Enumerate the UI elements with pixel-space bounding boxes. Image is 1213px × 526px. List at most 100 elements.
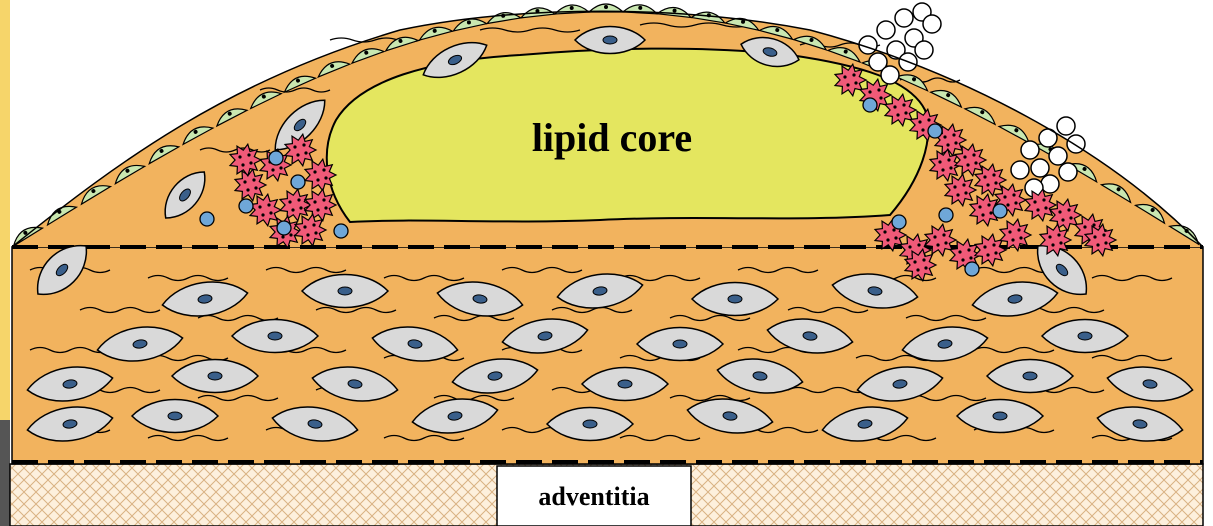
foam-cell-granule [986, 253, 989, 256]
foam-cell-granule [1033, 200, 1036, 203]
foam-cell-granule [281, 235, 284, 238]
lipid-droplet [915, 41, 933, 59]
left-edge-dark [0, 420, 10, 526]
foam-cell-granule [1102, 233, 1105, 236]
foam-cell-granule [918, 120, 921, 123]
lipid-droplet [1067, 135, 1085, 153]
foam-cell-granule [954, 141, 957, 144]
foam-cell-granule [1093, 235, 1096, 238]
cell-nucleus [728, 295, 742, 303]
endothelial-nucleus [604, 5, 608, 9]
foam-cell-granule [316, 208, 319, 211]
foam-cell-granule [1036, 208, 1039, 211]
foam-cell-granule [938, 160, 941, 163]
foam-cell-granule [1069, 216, 1072, 219]
lipid-droplet [1059, 163, 1077, 181]
lipid-droplet [877, 21, 895, 39]
foam-cell-granule [297, 198, 300, 201]
foam-cell-granule [313, 200, 316, 203]
foam-cell-granule [314, 231, 317, 234]
foam-cell-granule [879, 96, 882, 99]
foam-cell-granule [947, 158, 950, 161]
foam-cell-granule [963, 155, 966, 158]
cell-nucleus [618, 380, 632, 388]
foam-cell-granule [917, 243, 920, 246]
foam-cell-granule [843, 75, 846, 78]
foam-cell-granule [1067, 208, 1070, 211]
foam-cell-granule [983, 245, 986, 248]
foam-cell-granule [942, 233, 945, 236]
foam-cell-granule [886, 238, 889, 241]
foam-cell-granule [974, 161, 977, 164]
monocyte [993, 204, 1007, 218]
monocyte [965, 262, 979, 276]
foam-cell-granule [943, 135, 946, 138]
foam-cell-granule [279, 166, 282, 169]
foam-cell-granule [922, 258, 925, 261]
foam-cell-granule [966, 163, 969, 166]
foam-cell-granule [962, 183, 965, 186]
foam-cell-granule [312, 223, 315, 226]
foam-cell-granule [303, 225, 306, 228]
monocyte [269, 151, 283, 165]
cell-nucleus [603, 36, 617, 44]
lipid-droplet [895, 9, 913, 27]
foam-cell-granule [904, 111, 907, 114]
foam-cell-granule [1042, 198, 1045, 201]
foam-cell-granule [1008, 230, 1011, 233]
foam-cell-granule [1019, 236, 1022, 239]
lipid-droplet [881, 66, 899, 84]
foam-cell-granule [989, 211, 992, 214]
foam-cell-granule [946, 143, 949, 146]
foam-cell-granule [961, 258, 964, 261]
foam-cell-granule [241, 163, 244, 166]
foam-cell-granule [983, 175, 986, 178]
monocyte [277, 221, 291, 235]
foam-cell-granule [293, 145, 296, 148]
foam-cell-granule [894, 236, 897, 239]
foam-cell-granule [978, 205, 981, 208]
foam-cell-granule [1003, 195, 1006, 198]
cell-nucleus [583, 420, 597, 428]
adventitia-label: adventitia [538, 482, 649, 511]
foam-cell-granule [964, 191, 967, 194]
foam-cell-granule [956, 193, 959, 196]
foam-cell-granule [916, 268, 919, 271]
foam-cell-granule [267, 203, 270, 206]
foam-cell-granule [994, 181, 997, 184]
foam-cell-granule [949, 166, 952, 169]
foam-cell-granule [269, 211, 272, 214]
cell-nucleus [993, 412, 1007, 420]
foam-cell-granule [927, 118, 930, 121]
foam-cell-granule [953, 185, 956, 188]
monocyte [928, 124, 942, 138]
foam-cell-granule [306, 233, 309, 236]
foam-cell-granule [289, 233, 292, 236]
foam-cell-granule [247, 153, 250, 156]
foam-cell-granule [304, 151, 307, 154]
foam-cell-granule [921, 128, 924, 131]
lipid-droplet [1021, 141, 1039, 159]
foam-cell-granule [299, 206, 302, 209]
foam-cell-granule [992, 243, 995, 246]
foam-cell-granule [967, 248, 970, 251]
foam-cell-granule [883, 230, 886, 233]
monocyte [863, 98, 877, 112]
foam-cell-granule [288, 200, 291, 203]
foam-cell-granule [1051, 243, 1054, 246]
foam-cell-granule [238, 155, 241, 158]
foam-cell-granule [936, 243, 939, 246]
foam-cell-granule [1059, 241, 1062, 244]
foam-cell-granule [1006, 203, 1009, 206]
foam-cell-granule [941, 168, 944, 171]
monocyte [291, 175, 305, 189]
foam-cell-granule [322, 198, 325, 201]
cell-nucleus [168, 412, 182, 420]
foam-cell-granule [1048, 235, 1051, 238]
cell-nucleus [1078, 332, 1092, 340]
monocyte [939, 208, 953, 222]
foam-cell-granule [291, 208, 294, 211]
foam-cell-granule [1057, 233, 1060, 236]
monocyte [892, 215, 906, 229]
foam-cell-granule [243, 180, 246, 183]
